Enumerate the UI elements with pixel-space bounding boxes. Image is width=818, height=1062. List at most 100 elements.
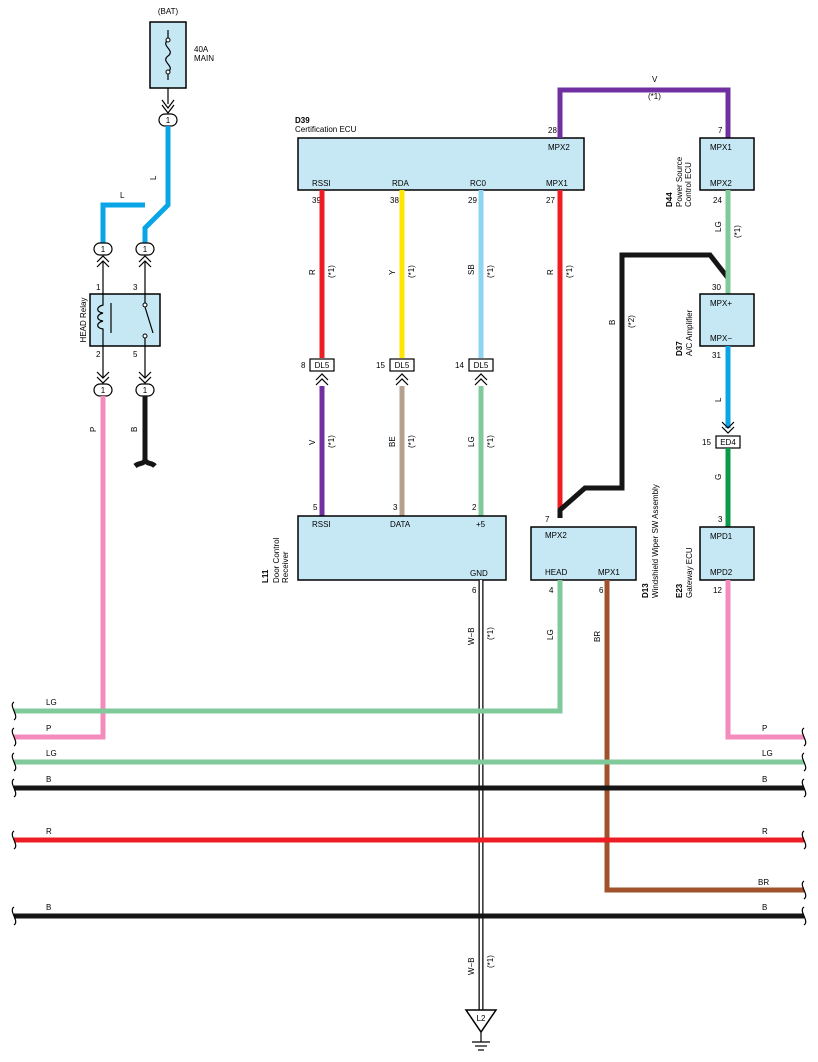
svg-text:L: L	[714, 397, 723, 402]
wire-b-relay	[133, 396, 157, 469]
svg-text:5: 5	[313, 503, 318, 512]
svg-text:39: 39	[312, 196, 321, 205]
battery-label: (BAT)	[158, 7, 179, 16]
svg-text:B: B	[46, 903, 51, 912]
wire-br-mpx1	[604, 580, 804, 893]
svg-text:7: 7	[718, 126, 723, 135]
svg-text:D13: D13	[641, 583, 650, 598]
svg-text:15: 15	[376, 361, 385, 370]
svg-text:MPX2: MPX2	[548, 143, 570, 152]
svg-text:B: B	[130, 427, 139, 432]
svg-text:HEAD: HEAD	[545, 568, 567, 577]
d39-code: D39	[295, 116, 310, 125]
svg-text:2: 2	[96, 350, 101, 359]
dl5-junction-15: DL5 15	[376, 358, 415, 372]
svg-text:MPX1: MPX1	[546, 179, 568, 188]
svg-text:(*1): (*1)	[733, 225, 742, 238]
svg-text:(*1): (*1)	[407, 435, 416, 448]
svg-text:DL5: DL5	[474, 361, 489, 370]
d37-ac-amplifier	[699, 293, 755, 347]
svg-text:6: 6	[472, 586, 477, 595]
svg-text:DL5: DL5	[315, 361, 330, 370]
connector-1-relay-b: 1	[135, 242, 155, 256]
ground-triangle-icon	[464, 1009, 498, 1034]
break-marks-right	[801, 727, 807, 926]
svg-text:Control ECU: Control ECU	[684, 162, 693, 207]
svg-text:LG: LG	[467, 436, 476, 447]
svg-text:BR: BR	[593, 631, 602, 642]
wire-l-fuse	[142, 126, 171, 245]
svg-text:L: L	[120, 191, 125, 200]
svg-text:12: 12	[713, 586, 722, 595]
svg-text:(*1): (*1)	[327, 435, 336, 448]
svg-text:R: R	[308, 269, 317, 275]
svg-text:31: 31	[712, 351, 721, 360]
svg-text:Power Source: Power Source	[675, 156, 684, 207]
svg-text:V: V	[652, 75, 658, 84]
svg-text:RSSI: RSSI	[312, 520, 331, 529]
d13-windshield-wiper-sw	[530, 526, 637, 581]
svg-text:14: 14	[455, 361, 464, 370]
svg-text:5: 5	[133, 350, 138, 359]
wire-p-e23	[725, 580, 804, 740]
connector-1-relay-c: 1	[93, 383, 113, 397]
svg-text:R: R	[546, 269, 555, 275]
svg-text:RSSI: RSSI	[312, 179, 331, 188]
svg-text:DL5: DL5	[395, 361, 410, 370]
svg-text:1: 1	[101, 386, 106, 395]
break-marks-left	[11, 701, 17, 926]
e23-gateway-ecu	[699, 526, 755, 581]
svg-text:(*1): (*1)	[648, 92, 661, 101]
svg-text:B: B	[762, 775, 767, 784]
svg-text:BE: BE	[388, 436, 397, 447]
connector-1-relay-d: 1	[135, 383, 155, 397]
svg-text:(*1): (*1)	[486, 627, 495, 640]
svg-text:(*1): (*1)	[327, 265, 336, 278]
svg-text:LG: LG	[546, 629, 555, 640]
svg-text:2: 2	[472, 503, 477, 512]
svg-text:E23: E23	[675, 583, 684, 598]
svg-text:30: 30	[712, 283, 721, 292]
svg-text:(*1): (*1)	[486, 435, 495, 448]
svg-text:MPX1: MPX1	[710, 143, 732, 152]
svg-text:BR: BR	[758, 878, 769, 887]
svg-text:Receiver: Receiver	[281, 551, 290, 583]
svg-text:V: V	[308, 439, 317, 445]
svg-text:R: R	[46, 827, 52, 836]
svg-text:G: G	[714, 474, 723, 480]
svg-text:(*1): (*1)	[486, 265, 495, 278]
svg-text:24: 24	[713, 196, 722, 205]
svg-text:(*1): (*1)	[565, 265, 574, 278]
fuse-amp: 40A	[194, 45, 209, 54]
svg-text:B: B	[608, 320, 617, 325]
svg-text:L11: L11	[261, 569, 270, 583]
svg-text:1: 1	[143, 386, 148, 395]
svg-text:7: 7	[545, 515, 550, 524]
svg-text:8: 8	[301, 361, 306, 370]
svg-text:LG: LG	[714, 221, 723, 232]
svg-text:Door Control: Door Control	[272, 537, 281, 583]
fuse-icon	[165, 30, 171, 80]
svg-text:MPD2: MPD2	[710, 568, 733, 577]
d39-certification-ecu	[297, 137, 585, 191]
svg-text:(*1): (*1)	[486, 955, 495, 968]
ed4-junction: ED4 15	[702, 435, 741, 449]
svg-text:W−B: W−B	[467, 957, 476, 975]
svg-text:1: 1	[143, 245, 148, 254]
d39-name: Certification ECU	[295, 125, 357, 134]
ground-label: L2	[477, 1014, 486, 1023]
svg-text:MPX1: MPX1	[598, 568, 620, 577]
connector-1-relay-a: 1	[93, 242, 113, 256]
dl5-junction-14: DL5 14	[455, 358, 494, 372]
dl5-junction-8: DL5 8	[301, 358, 335, 372]
l11-door-control-receiver	[297, 515, 507, 581]
svg-text:P: P	[89, 427, 98, 432]
svg-text:3: 3	[718, 515, 723, 524]
svg-text:Windshield Wiper SW Assembly: Windshield Wiper SW Assembly	[651, 484, 660, 598]
svg-text:B: B	[46, 775, 51, 784]
relay-coil-icon	[97, 294, 104, 346]
svg-text:(*2): (*2)	[627, 315, 636, 328]
svg-text:R: R	[762, 827, 768, 836]
svg-text:15: 15	[702, 438, 711, 447]
